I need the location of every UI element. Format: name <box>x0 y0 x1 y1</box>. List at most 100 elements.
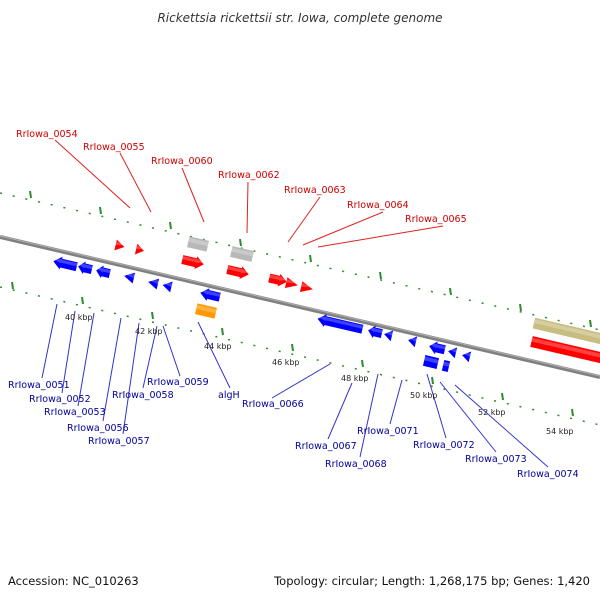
gene-feature[interactable] <box>199 286 221 303</box>
gene-feature[interactable] <box>123 271 136 284</box>
gene-label-rriowa-0056[interactable]: RrIowa_0056 <box>67 423 129 434</box>
major-tick <box>11 281 14 290</box>
gene-label-rriowa-0055[interactable]: RrIowa_0055 <box>83 142 145 153</box>
gene-highlight <box>148 279 159 285</box>
gene-highlight <box>200 290 221 297</box>
gene-feature[interactable] <box>383 329 394 342</box>
gene-feature[interactable] <box>284 277 299 290</box>
genome-backbone <box>0 235 600 379</box>
gene-label-rriowa-0065[interactable]: RrIowa_0065 <box>405 214 467 225</box>
leader-line <box>77 312 95 407</box>
gene-label-rriowa-0051[interactable]: RrIowa_0051 <box>8 380 70 391</box>
leader-line <box>181 167 205 223</box>
gene-label-rriowa-0054[interactable]: RrIowa_0054 <box>16 129 78 140</box>
major-tick <box>379 271 382 280</box>
gene-shape <box>317 314 364 334</box>
gene-feature[interactable] <box>367 324 384 340</box>
gene-highlight <box>115 241 125 246</box>
leader-line <box>142 325 158 389</box>
leader-line <box>162 325 181 377</box>
gene-label-rriowa-0063[interactable]: RrIowa_0063 <box>284 185 346 196</box>
scale-label: 40 kbp <box>65 313 93 322</box>
gene-label-rriowa-0064[interactable]: RrIowa_0064 <box>347 200 409 211</box>
gene-label-rriowa-0067[interactable]: RrIowa_0067 <box>295 441 357 452</box>
gene-feature[interactable] <box>134 243 145 257</box>
gene-shape <box>226 265 249 280</box>
gene-label-rriowa-0053[interactable]: RrIowa_0053 <box>44 407 106 418</box>
gene-highlight <box>384 332 393 336</box>
gene-highlight <box>462 353 471 357</box>
gene-label-rriowa-0072[interactable]: RrIowa_0072 <box>413 440 475 451</box>
gene-highlight <box>531 337 600 359</box>
gene-shape <box>114 239 125 251</box>
gene-highlight <box>443 361 450 367</box>
gene-feature[interactable] <box>187 236 209 252</box>
gene-feature[interactable] <box>147 277 160 290</box>
major-tick <box>239 238 242 247</box>
gene-shape <box>53 256 78 272</box>
gene-shape <box>462 351 472 363</box>
gene-shape <box>532 317 600 345</box>
gene-label-rriowa-0068[interactable]: RrIowa_0068 <box>325 459 387 470</box>
gene-shape <box>384 330 394 342</box>
major-ticks <box>11 190 592 417</box>
leader-line <box>197 321 231 389</box>
major-tick <box>221 327 224 336</box>
gene-feature[interactable] <box>195 303 217 319</box>
leader-line <box>317 225 444 248</box>
gene-feature[interactable] <box>181 253 205 271</box>
gene-feature[interactable] <box>230 246 254 262</box>
major-tick <box>309 254 312 263</box>
gene-label-rriowa-0074[interactable]: RrIowa_0074 <box>517 469 579 480</box>
gene-shape <box>422 355 440 369</box>
gene-feature[interactable] <box>95 264 112 280</box>
gene-highlight <box>53 259 78 267</box>
gene-label-rriowa-0059[interactable]: RrIowa_0059 <box>147 377 209 388</box>
gene-label-rriowa-0058[interactable]: RrIowa_0058 <box>112 390 174 401</box>
gene-label-rriowa-0073[interactable]: RrIowa_0073 <box>465 454 527 465</box>
forward-gene-labels: RrIowa_0054 RrIowa_0055 RrIowa_0060 RrIo… <box>16 129 467 225</box>
gene-feature[interactable] <box>461 350 472 363</box>
gene-shape <box>187 236 209 252</box>
gene-feature[interactable] <box>422 355 440 369</box>
gene-shape <box>268 273 287 287</box>
major-tick <box>361 359 364 368</box>
gene-feature[interactable] <box>316 312 364 335</box>
leader-line <box>61 310 76 394</box>
scale-labels: 40 kbp 42 kbp 44 kbp 46 kbp 48 kbp 50 kb… <box>65 313 574 436</box>
gene-feature[interactable] <box>447 346 458 359</box>
scale-label: 54 kbp <box>546 427 574 436</box>
gene-highlight <box>318 316 364 329</box>
leader-line <box>287 196 321 243</box>
gene-feature[interactable] <box>226 263 250 281</box>
gene-label-rriowa-0060[interactable]: RrIowa_0060 <box>151 156 213 167</box>
gene-highlight <box>182 256 205 264</box>
gene-label-rriowa-0057[interactable]: RrIowa_0057 <box>88 436 150 447</box>
gene-feature[interactable] <box>268 272 288 289</box>
gene-label-rriowa-0071[interactable]: RrIowa_0071 <box>357 426 419 437</box>
gene-highlight <box>136 245 145 250</box>
gene-label-algh[interactable]: algH <box>218 390 240 401</box>
gene-feature[interactable] <box>114 239 125 253</box>
genome-summary-text: Topology: circular; Length: 1,268,175 bp… <box>273 574 590 588</box>
major-tick <box>81 296 84 305</box>
gene-highlight <box>163 283 173 288</box>
gene-shape <box>96 265 111 279</box>
leader-line <box>439 381 497 453</box>
gene-feature[interactable] <box>299 281 314 294</box>
scale-label: 46 kbp <box>272 358 300 367</box>
major-tick <box>151 311 154 320</box>
gene-feature[interactable] <box>161 280 173 293</box>
gene-feature[interactable] <box>77 260 94 276</box>
gene-label-rriowa-0062[interactable]: RrIowa_0062 <box>218 170 280 181</box>
gene-shape <box>181 255 204 270</box>
gene-label-rriowa-0052[interactable]: RrIowa_0052 <box>29 394 91 405</box>
gene-label-rriowa-0066[interactable]: RrIowa_0066 <box>242 399 304 410</box>
gene-feature[interactable] <box>407 335 418 348</box>
gene-feature[interactable] <box>532 317 600 345</box>
gene-feature[interactable] <box>52 255 78 273</box>
gene-feature[interactable] <box>530 336 600 364</box>
gene-feature[interactable] <box>441 359 451 373</box>
gene-feature[interactable] <box>428 340 447 356</box>
